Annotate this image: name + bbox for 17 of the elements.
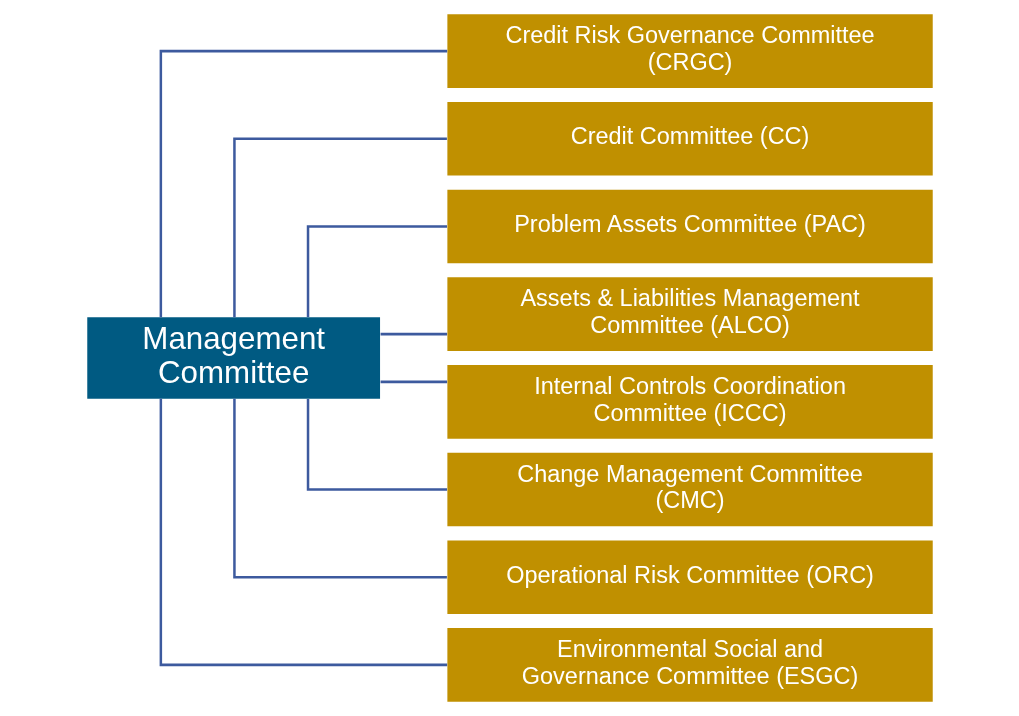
node-box: Credit Risk Governance Committee (CRGC)	[446, 14, 933, 88]
connector	[380, 332, 447, 336]
connector	[159, 398, 447, 667]
connector	[306, 398, 447, 491]
connector	[232, 398, 447, 579]
node-box: Problem Assets Committee (PAC)	[446, 189, 933, 264]
node-box: Environmental Social and Governance Committee (ESGC)	[446, 628, 933, 702]
connector	[232, 137, 447, 318]
connector	[159, 49, 447, 318]
node-box: Management Committee	[86, 317, 380, 399]
node-box: Internal Controls Coordination Committee (ICCC)	[446, 365, 933, 439]
node-box: Change Management Committee (CMC)	[446, 452, 933, 527]
connector	[380, 380, 447, 384]
node-box: Assets & Liabilities Management Committee (ALCO)	[446, 277, 933, 351]
connector	[306, 225, 447, 318]
node-box: Operational Risk Committee (ORC)	[446, 540, 933, 614]
node-box: Credit Committee (CC)	[446, 102, 933, 176]
